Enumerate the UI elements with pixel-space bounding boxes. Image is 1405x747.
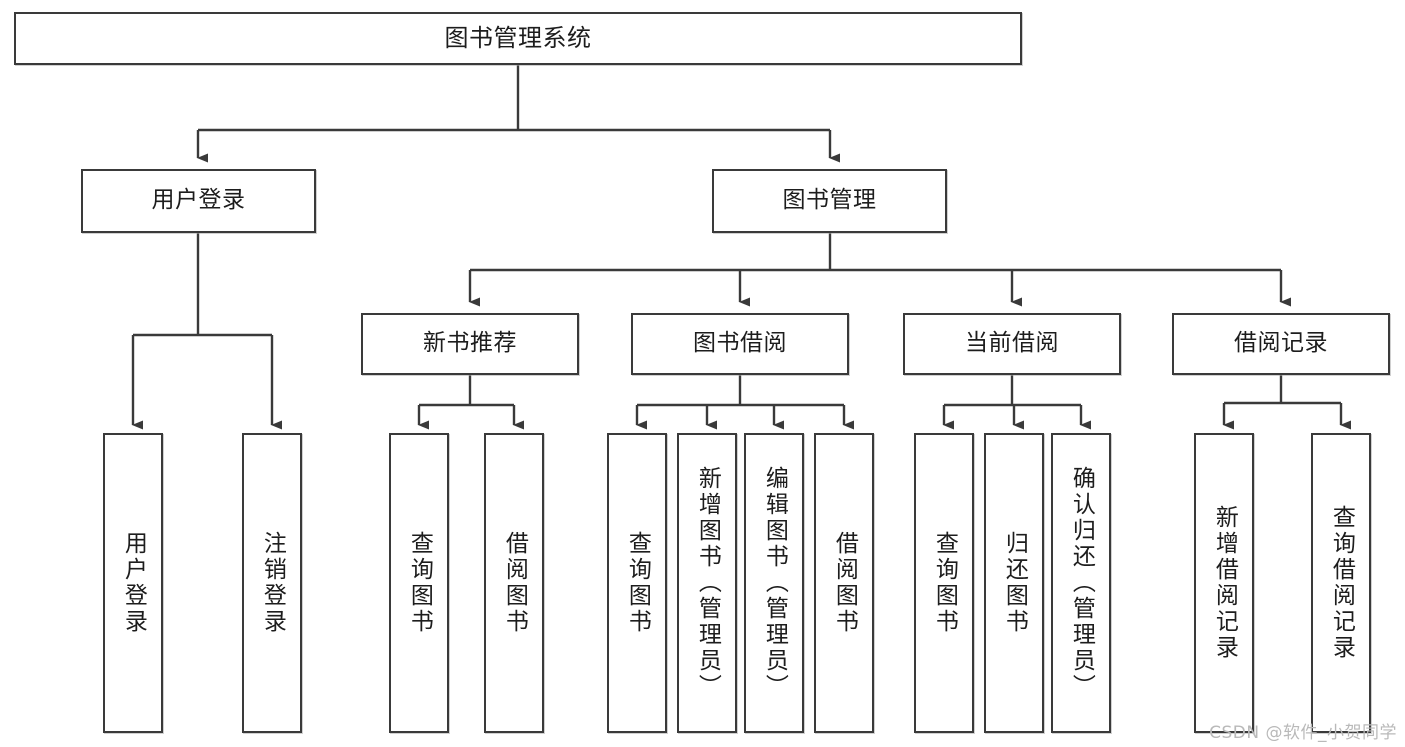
- node-label: 查询借阅记录: [1328, 505, 1355, 661]
- node-leaf-add-record[interactable]: 新增借阅记录: [1194, 433, 1254, 733]
- node-label: 用户登录: [151, 187, 246, 214]
- node-book-management-system[interactable]: 图书管理系统: [14, 12, 1022, 65]
- node-label: 新书推荐: [423, 330, 517, 357]
- node-label: 编辑图书（管理员）: [761, 466, 788, 700]
- node-leaf-query-book-2[interactable]: 查询图书: [607, 433, 667, 733]
- node-label: 查询图书: [931, 531, 958, 635]
- node-book-management[interactable]: 图书管理: [712, 169, 947, 233]
- node-leaf-user-login[interactable]: 用户登录: [103, 433, 163, 733]
- node-label: 查询图书: [406, 531, 433, 635]
- node-leaf-edit-book[interactable]: 编辑图书（管理员）: [744, 433, 804, 733]
- node-label: 图书借阅: [693, 330, 787, 357]
- node-label: 借阅图书: [831, 531, 858, 635]
- node-label: 归还图书: [1001, 531, 1028, 635]
- node-leaf-borrow-book-2[interactable]: 借阅图书: [814, 433, 874, 733]
- node-leaf-add-book[interactable]: 新增图书（管理员）: [677, 433, 737, 733]
- node-leaf-query-record[interactable]: 查询借阅记录: [1311, 433, 1371, 733]
- node-new-book-recommend[interactable]: 新书推荐: [361, 313, 579, 375]
- node-label: 当前借阅: [965, 330, 1059, 357]
- node-leaf-query-book-1[interactable]: 查询图书: [389, 433, 449, 733]
- node-label: 图书管理: [782, 187, 877, 214]
- node-label: 借阅图书: [501, 531, 528, 635]
- node-leaf-logout[interactable]: 注销登录: [242, 433, 302, 733]
- node-label: 新增图书（管理员）: [694, 466, 721, 700]
- node-current-borrow[interactable]: 当前借阅: [903, 313, 1121, 375]
- node-leaf-borrow-book-1[interactable]: 借阅图书: [484, 433, 544, 733]
- node-label: 用户登录: [120, 531, 147, 635]
- node-label: 借阅记录: [1234, 330, 1328, 357]
- node-leaf-query-book-3[interactable]: 查询图书: [914, 433, 974, 733]
- node-label: 图书管理系统: [444, 24, 592, 53]
- node-leaf-confirm-return[interactable]: 确认归还（管理员）: [1051, 433, 1111, 733]
- node-label: 注销登录: [259, 531, 286, 635]
- node-book-borrow[interactable]: 图书借阅: [631, 313, 849, 375]
- node-leaf-return-book[interactable]: 归还图书: [984, 433, 1044, 733]
- node-label: 新增借阅记录: [1211, 505, 1238, 661]
- watermark: CSDN @软件_小贺同学: [1209, 723, 1397, 743]
- node-borrow-record[interactable]: 借阅记录: [1172, 313, 1390, 375]
- node-label: 查询图书: [624, 531, 651, 635]
- node-label: 确认归还（管理员）: [1068, 466, 1095, 700]
- node-user-login[interactable]: 用户登录: [81, 169, 316, 233]
